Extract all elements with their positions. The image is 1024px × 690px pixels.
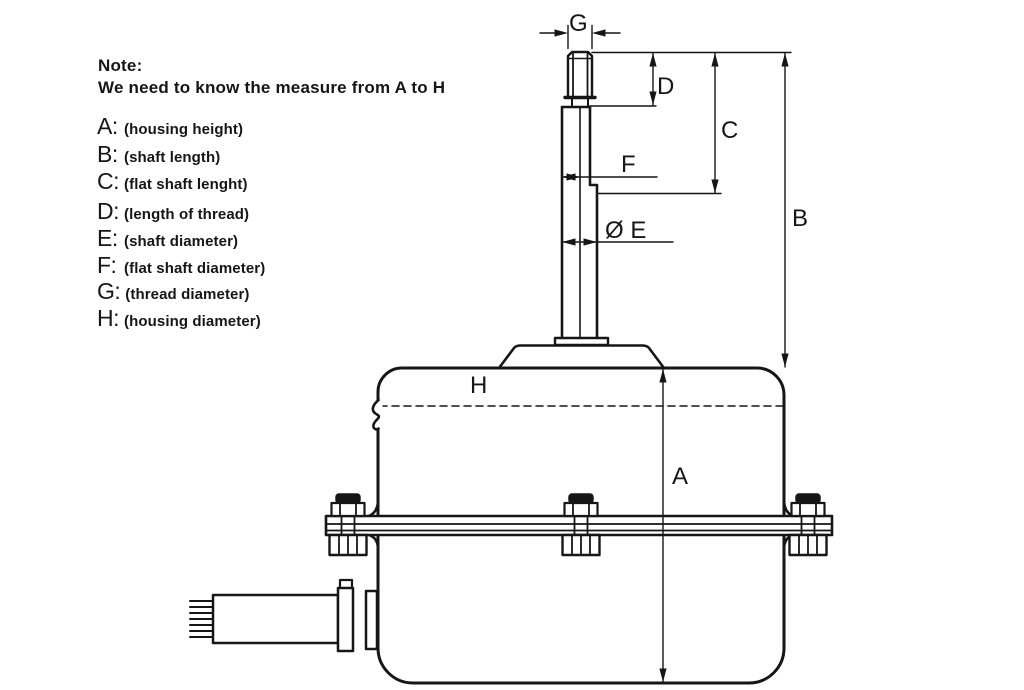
measure-letter-f: F: [97,252,117,278]
measure-desc-h: (housing diameter) [124,313,261,330]
flange-bolt-right [788,493,828,557]
connector-pins [189,600,214,638]
note-title: Note: [98,56,143,75]
measure-letter-h: H: [97,305,120,331]
dimension-lines [539,24,792,683]
measure-item-d: D: (length of thread) [97,198,249,225]
measure-item-e: E: (shaft diameter) [97,225,238,252]
connector-bracket [364,589,379,651]
measure-item-g: G: (thread diameter) [97,278,250,305]
flange-bolt-left [328,493,368,557]
thread-shape [563,50,597,108]
connector-body [211,593,340,645]
flange-bolt-center [561,493,601,557]
shaft-boss [553,336,610,347]
measure-desc-d: (length of thread) [124,206,250,223]
label-housing-diameter-h: H [470,372,487,399]
label-housing-height-a: A [672,463,688,490]
measure-item-b: B: (shaft length) [97,141,220,168]
measure-letter-b: B: [97,141,118,167]
label-thread-length-d: D [657,73,674,100]
note-subtitle: We need to know the measure from A to H [98,78,446,97]
measure-desc-f: (flat shaft diameter) [124,260,266,277]
measure-desc-g: (thread diameter) [125,286,250,303]
hub-trapezoid [497,344,666,370]
measure-item-f: F: (flat shaft diameter) [97,252,265,279]
shaft-shape [560,105,599,340]
connector-assembly [189,578,379,653]
measure-letter-c: C: [97,168,120,194]
label-flat-shaft-length-c: C [721,117,738,144]
measure-item-a: A: (housing height) [97,113,243,140]
measure-letter-e: E: [97,225,118,251]
label-thread-diameter-g: G [569,10,588,37]
measure-desc-e: (shaft diameter) [124,233,239,250]
measure-letter-d: D: [97,198,120,224]
dimension-arrowheads [554,29,789,682]
measure-desc-a: (housing height) [124,121,244,138]
measure-desc-b: (shaft length) [124,149,221,166]
measure-item-h: H: (housing diameter) [97,305,261,332]
measure-item-c: C: (flat shaft lenght) [97,168,248,195]
label-flat-shaft-diameter-f: F [621,151,636,178]
measure-desc-c: (flat shaft lenght) [124,176,248,193]
measure-letter-a: A: [97,113,118,139]
wall-break-squiggle [371,398,383,431]
label-shaft-length-b: B [792,205,808,232]
label-shaft-diameter-e: Ø E [605,217,646,244]
note-block: Note: We need to know the measure from A… [98,55,518,99]
measure-letter-g: G: [97,278,121,304]
connector-clamp [336,586,355,653]
